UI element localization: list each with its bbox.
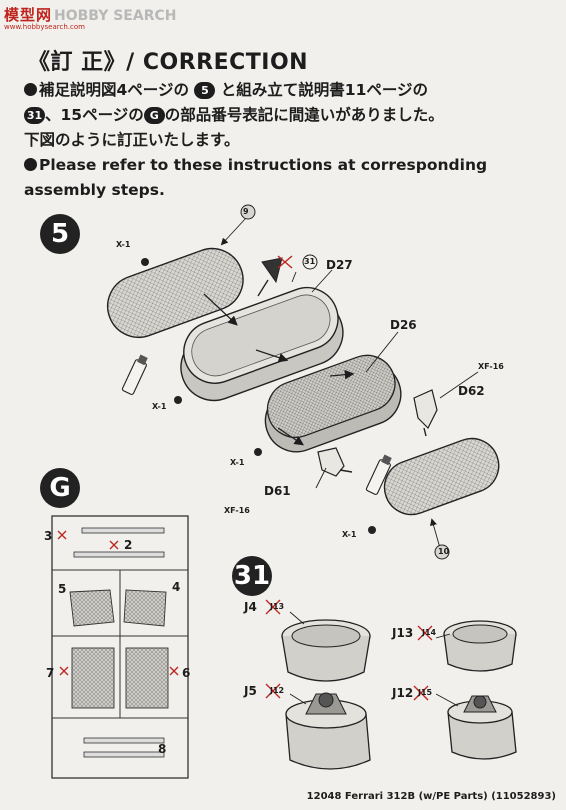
notice-jp-line3: 下図のように訂正いたします。 <box>24 131 240 149</box>
label-wrong-31: 31 <box>304 257 316 266</box>
bullet-icon <box>24 158 37 171</box>
step31-diagram <box>265 599 517 770</box>
notice-en-line1: Please refer to these instructions at co… <box>24 153 544 178</box>
paint-bottle-icon <box>121 354 148 395</box>
step-ref-badge: 5 <box>194 82 216 99</box>
glue-dot-icon <box>254 448 262 456</box>
glue-dot-icon <box>174 396 182 404</box>
label-j5: J5 <box>244 684 257 698</box>
glue-dot-icon <box>368 526 376 534</box>
label-wrong-j14: J14 <box>422 628 437 637</box>
sprue-number: 7 <box>46 666 55 680</box>
glue-dot-icon <box>141 258 149 266</box>
callout-badge <box>434 544 450 560</box>
step5-diagram <box>106 204 500 560</box>
part-ref-badge: G <box>143 107 165 124</box>
sprue-number: 4 <box>172 580 181 594</box>
label-x1: X-1 <box>230 458 245 467</box>
mesh-screen-a <box>106 247 244 338</box>
sprue-number: 3 <box>44 529 53 543</box>
notice-en-line2: assembly steps. <box>24 181 165 199</box>
watermark-logo-en: HOBBY SEARCH <box>54 8 177 24</box>
label-j4: J4 <box>244 600 257 614</box>
step-badge-31: 31 <box>232 556 272 596</box>
sprue-number: 5 <box>58 582 67 596</box>
paint-bottle-icon <box>365 454 392 495</box>
callout-number: 9 <box>243 207 249 216</box>
label-d27: D27 <box>326 258 353 272</box>
sprue-number: 6 <box>182 666 191 680</box>
page-title: 《訂 正》/ CORRECTION <box>28 50 309 75</box>
label-x1: X-1 <box>152 402 167 411</box>
label-xf16: XF-16 <box>224 506 250 515</box>
cross-out-mark <box>277 255 293 269</box>
mesh-screen-b <box>383 437 500 516</box>
label-wrong-j12: J12 <box>270 686 285 695</box>
label-xf16: XF-16 <box>478 362 504 371</box>
watermark-logo-cn: 模型网 <box>4 6 53 24</box>
oval-frame-d26 <box>264 354 402 453</box>
label-wrong-j15: J15 <box>418 688 433 697</box>
bullet-icon <box>24 83 37 96</box>
label-x1: X-1 <box>116 240 131 249</box>
part-badge-g: G <box>40 468 80 508</box>
callout-badge <box>302 254 318 270</box>
label-d26: D26 <box>390 318 417 332</box>
callout-number: 10 <box>438 547 450 556</box>
pointer-part-icon <box>257 257 283 297</box>
label-d62: D62 <box>458 384 485 398</box>
product-footer: 12048 Ferrari 312B (w/PE Parts) (1105289… <box>306 791 556 802</box>
watermark-url: www.hobbysearch.com <box>4 23 85 31</box>
label-j12: J12 <box>392 686 414 700</box>
label-j13: J13 <box>392 626 414 640</box>
label-wrong-j13: J13 <box>270 602 285 611</box>
notice-jp-line1: 補足説明図4ページの 5 と組み立て説明書11ページの <box>24 78 544 103</box>
label-x1: X-1 <box>342 530 357 539</box>
sprue-g-diagram <box>51 515 189 779</box>
sprue-number: 8 <box>158 742 167 756</box>
sprue-number: 2 <box>124 538 133 552</box>
label-d61: D61 <box>264 484 291 498</box>
step-badge-5: 5 <box>40 214 80 254</box>
lamp-part-d62 <box>413 389 438 437</box>
oval-frame-d27 <box>180 286 344 402</box>
step-ref-badge: 31 <box>24 107 45 124</box>
lamp-part-d61 <box>317 447 353 477</box>
callout-badge <box>240 204 256 220</box>
